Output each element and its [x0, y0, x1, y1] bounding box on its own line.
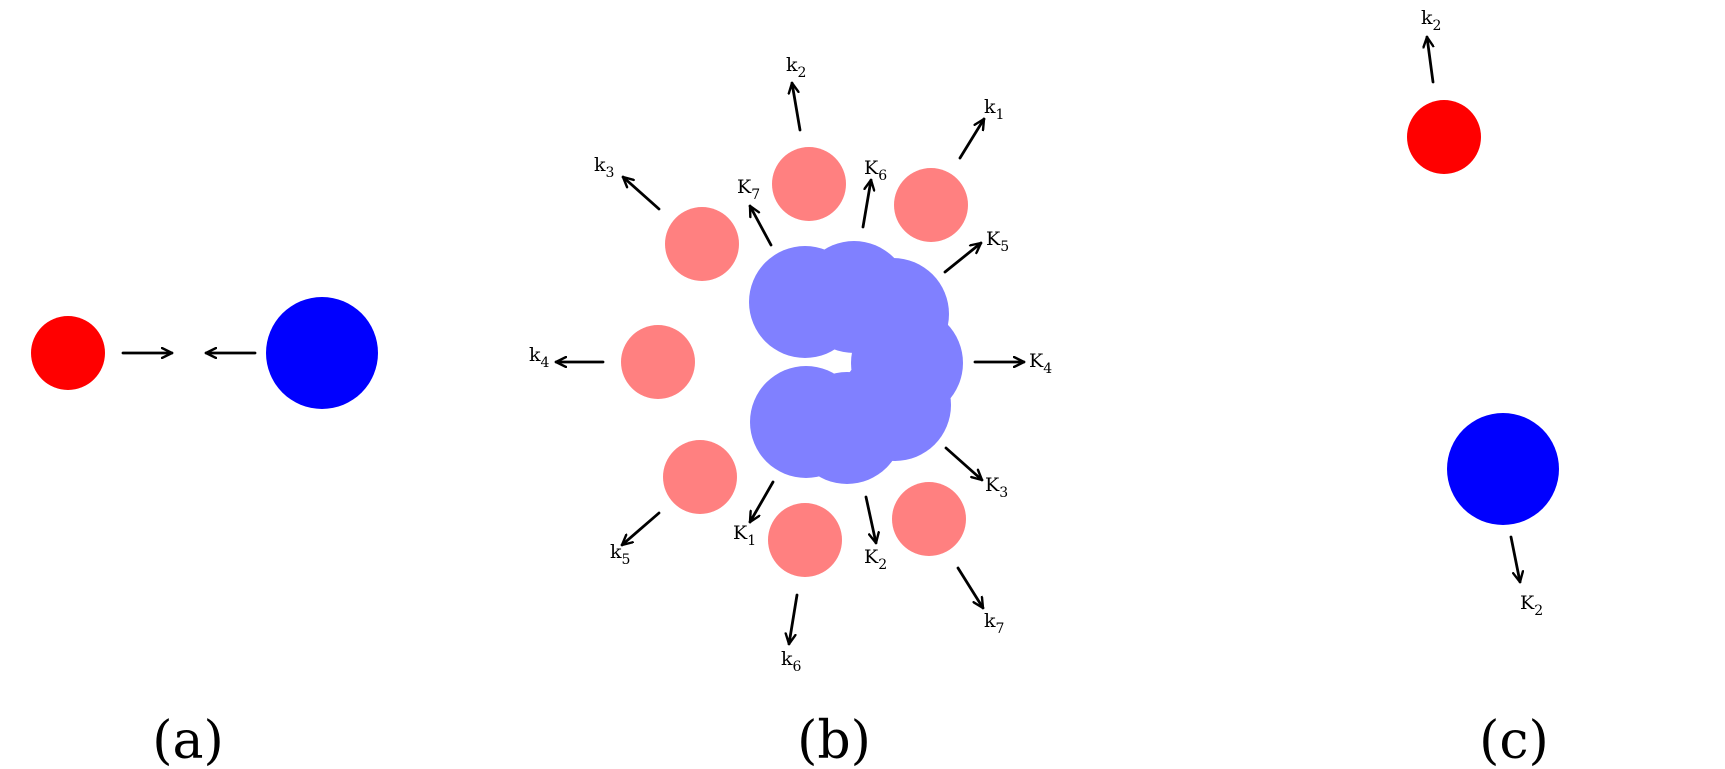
velocity-arrow-K3 — [944, 446, 984, 482]
label-k1: k1 — [984, 96, 1004, 123]
panel-b-label: (b) — [797, 711, 871, 769]
label-k4: k4 — [529, 344, 550, 371]
panel-a-label: (a) — [152, 711, 224, 769]
label-k2: k2 — [1421, 7, 1441, 34]
label-k6: k6 — [781, 648, 802, 675]
label-k2: k2 — [786, 54, 806, 81]
label-K4: K4 — [1029, 350, 1052, 377]
velocity-arrow-K5 — [943, 241, 983, 274]
large-particle — [266, 297, 378, 409]
label-K5: K5 — [986, 228, 1009, 255]
velocity-arrow-K7 — [748, 204, 773, 247]
small-particle-position — [768, 503, 842, 577]
velocity-arrow-k7 — [956, 566, 985, 610]
small-particle-position — [892, 482, 966, 556]
panel-b: k1 k2 k3 k4 k5 k6 k7 K1 K2 K3 K4 K5 K6 K… — [529, 54, 1052, 769]
velocity-arrow-k1 — [958, 117, 986, 160]
small-particle-position — [772, 147, 846, 221]
large-particle-position — [750, 366, 862, 478]
label-K1: K1 — [733, 522, 756, 549]
label-K7: K7 — [737, 176, 760, 203]
label-k7: k7 — [984, 610, 1004, 637]
velocity-arrow-K6 — [861, 178, 871, 229]
small-particle — [1407, 100, 1481, 174]
small-particle-position — [665, 207, 739, 281]
small-particle-position — [663, 440, 737, 514]
velocity-arrow-k2 — [792, 81, 802, 132]
label-K6: K6 — [864, 157, 887, 184]
outgoing-arrow-large — [1509, 535, 1520, 584]
label-k5: k5 — [610, 541, 630, 568]
small-particle-position — [621, 325, 695, 399]
label-k3: k3 — [594, 154, 614, 181]
panel-c: k2 K2 (c) — [1407, 7, 1559, 769]
panel-a: (a) — [31, 297, 378, 769]
velocity-arrow-k6 — [789, 593, 799, 646]
large-particle-position — [749, 246, 861, 358]
outgoing-arrow-small — [1427, 35, 1433, 84]
large-particle — [1447, 413, 1559, 525]
label-K2: K2 — [864, 546, 887, 573]
velocity-arrow-k3 — [621, 175, 661, 211]
velocity-arrow-K1 — [748, 480, 775, 524]
velocity-arrow-K2 — [864, 495, 876, 545]
label-K2: K2 — [1520, 592, 1543, 619]
small-particle-position — [894, 168, 968, 242]
panel-c-label: (c) — [1479, 711, 1549, 769]
small-particle — [31, 316, 105, 390]
velocity-arrow-k5 — [620, 511, 661, 547]
label-K3: K3 — [985, 474, 1008, 501]
